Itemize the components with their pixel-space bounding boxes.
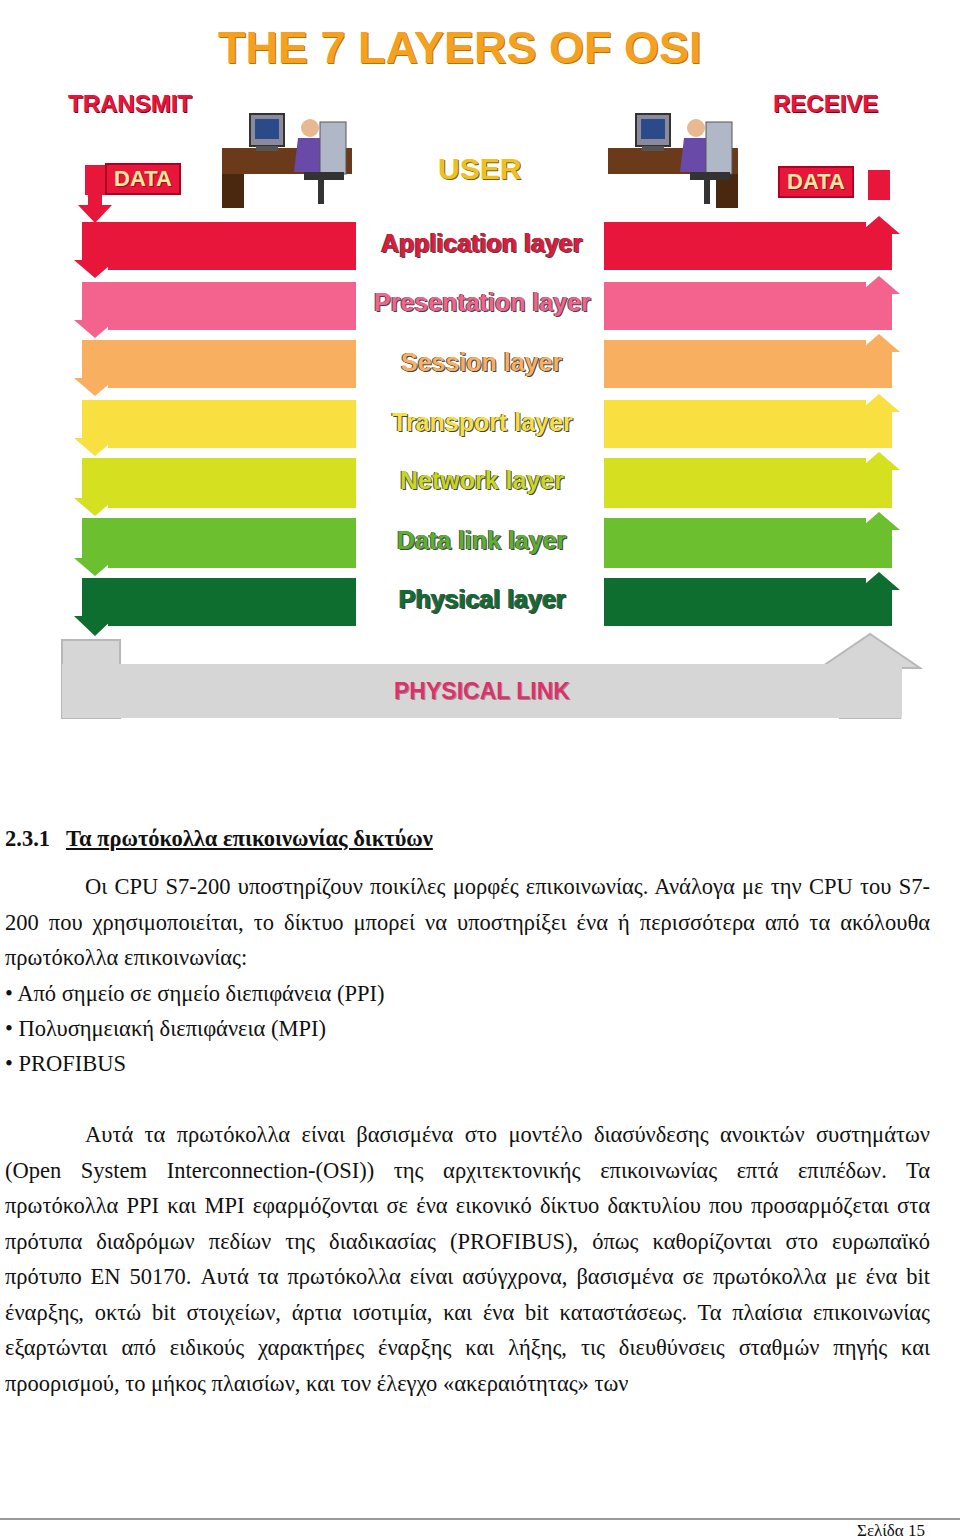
layer-label: Physical layer xyxy=(399,585,566,614)
bullet-item: • Από σημείο σε σημείο διεπιφάνεια (PPI) xyxy=(5,976,385,1012)
computer-user-icon xyxy=(222,114,352,208)
layer-label: Transport layer xyxy=(392,408,573,437)
layer-label: Data link layer xyxy=(397,526,567,555)
physical-link-band: PHYSICAL LINK xyxy=(62,664,902,718)
layer-label: Presentation layer xyxy=(374,288,591,317)
physical-link-arrow xyxy=(62,634,920,718)
bullet-item: • Πολυσημειακή διεπιφάνεια (MPI) xyxy=(5,1011,326,1047)
transmit-bars xyxy=(74,165,356,636)
node-text: DATA xyxy=(114,166,172,192)
receive-bars xyxy=(604,170,900,626)
section-number: 2.3.1 xyxy=(5,826,50,852)
diagram-title: THE 7 LAYERS OF OSI xyxy=(218,22,701,74)
paragraph: Αυτά τα πρωτόκολλα είναι βασισμένα στο μ… xyxy=(5,1117,930,1401)
footer-rule xyxy=(0,1519,960,1520)
computer-user-icon xyxy=(608,114,738,208)
node-text: PHYSICAL LINK xyxy=(394,678,570,705)
paragraph: Οι CPU S7-200 υποστηρίζουν ποικίλες μορφ… xyxy=(5,869,930,976)
layer-label: Network layer xyxy=(400,466,564,495)
section-heading: Τα πρωτόκολλα επικοινωνίας δικτύων xyxy=(66,826,433,852)
node-text: DATA xyxy=(787,169,845,195)
layer-label: Application layer xyxy=(381,229,582,258)
page-number: Σελίδα 15 xyxy=(857,1521,925,1540)
side-label: RECEIVE xyxy=(773,90,878,118)
side-label: TRANSMIT xyxy=(68,90,192,118)
user-label: USER xyxy=(438,152,521,186)
data-box: DATA xyxy=(105,163,181,195)
data-box: DATA xyxy=(778,166,854,198)
layer-label: Session layer xyxy=(401,348,562,377)
bullet-item: • PROFIBUS xyxy=(5,1046,126,1082)
